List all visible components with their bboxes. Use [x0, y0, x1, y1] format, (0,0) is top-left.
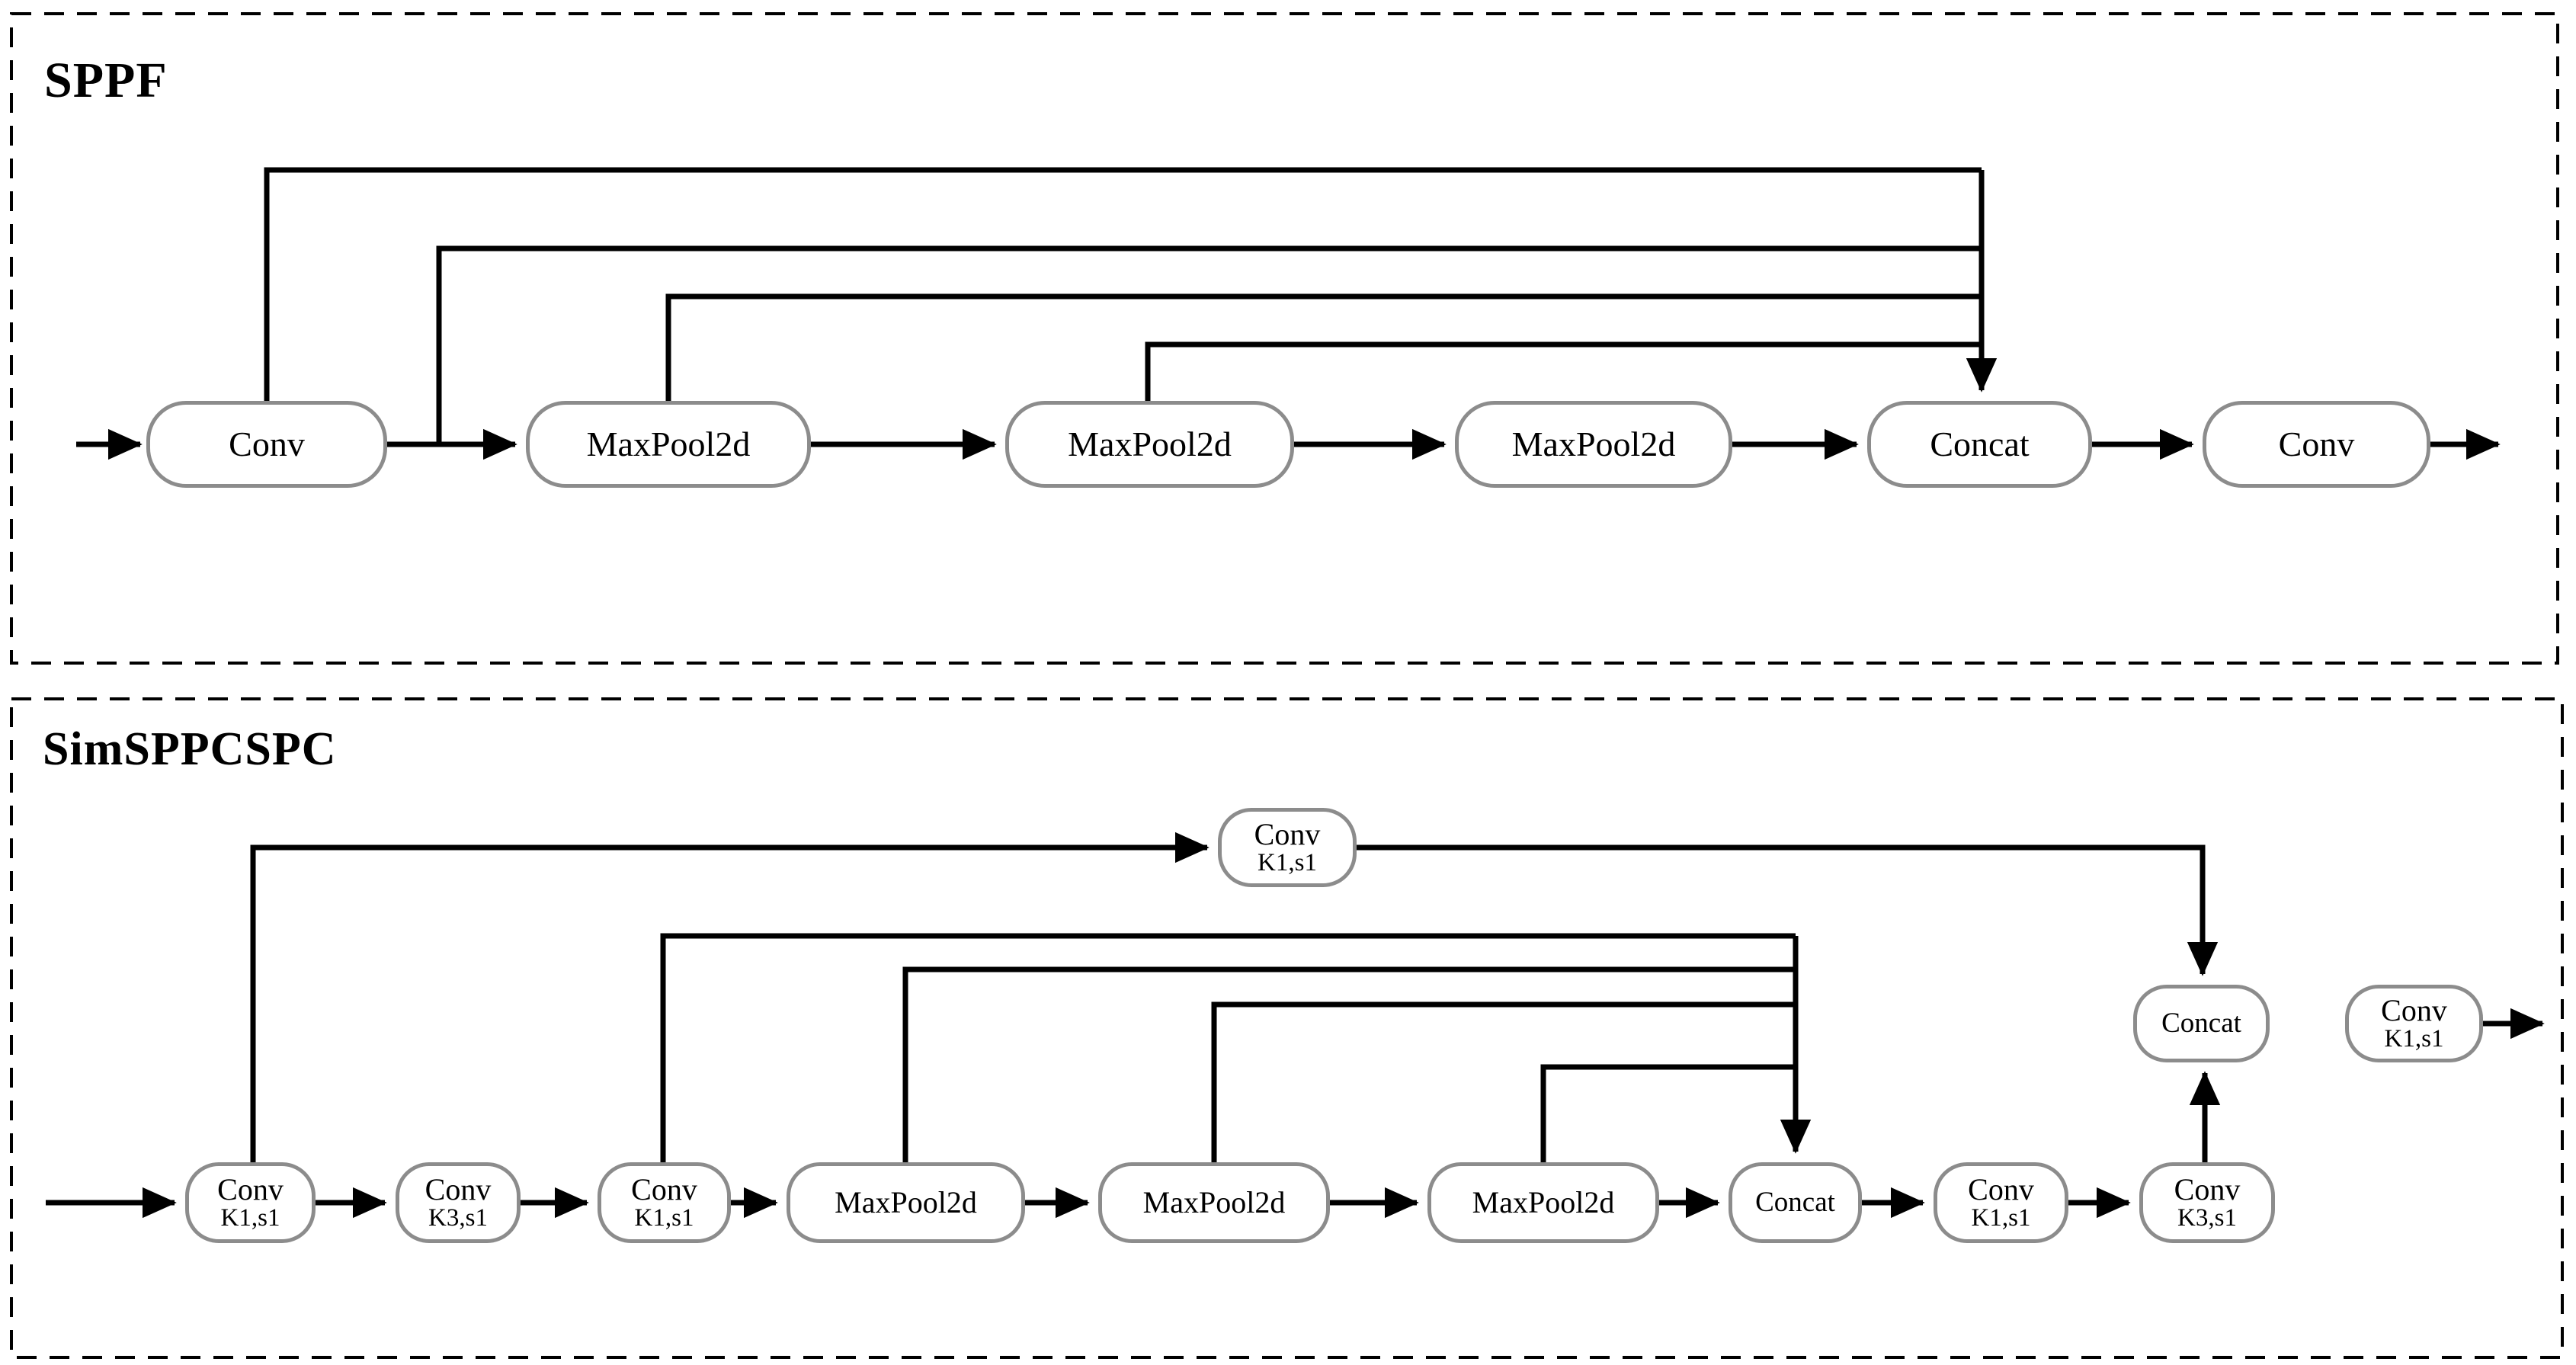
sim-node-maxpool-3: MaxPool2d — [1427, 1162, 1659, 1243]
sppf-skip-mp2 — [1145, 341, 1982, 401]
sim-topconv-to-concat — [1357, 844, 2219, 976]
node-sublabel: K1,s1 — [2384, 1024, 2444, 1053]
node-sublabel: K1,s1 — [1971, 1203, 2031, 1232]
node-label: MaxPool2d — [1142, 1184, 1286, 1219]
sppf-title: SPPF — [44, 53, 168, 108]
node-label: Conv — [1968, 1171, 2034, 1206]
node-label: Concat — [1755, 1187, 1835, 1219]
node-sublabel: K3,s1 — [428, 1203, 488, 1232]
sppf-node-maxpool-3: MaxPool2d — [1455, 401, 1732, 488]
sim-node-conv-5: Conv K3,s1 — [2139, 1162, 2275, 1243]
sppf-node-conv-out: Conv — [2203, 401, 2430, 488]
sppf-node-conv-in: Conv — [146, 401, 387, 488]
sim-node-conv-4: Conv K1,s1 — [1934, 1162, 2068, 1243]
node-sublabel: K1,s1 — [1258, 848, 1317, 876]
sim-skip-c3 — [660, 933, 1796, 1162]
sppf-dashed-border — [10, 12, 2559, 665]
sim-skip-mp2 — [1211, 1001, 1796, 1162]
simsppcspc-title: SimSPPCSPC — [43, 723, 337, 775]
sim-node-top-conv: Conv K1,s1 — [1218, 808, 1357, 887]
node-label: MaxPool2d — [1472, 1184, 1615, 1219]
node-sublabel: K1,s1 — [634, 1203, 694, 1232]
node-label: Conv — [2381, 992, 2447, 1027]
node-label: MaxPool2d — [1068, 424, 1232, 463]
sim-skip-mp1 — [902, 966, 1796, 1162]
sim-node-maxpool-2: MaxPool2d — [1098, 1162, 1330, 1243]
sppf-skip-mp1 — [665, 293, 1982, 401]
node-label: MaxPool2d — [835, 1184, 977, 1219]
node-label: Conv — [1254, 816, 1321, 851]
node-label: Concat — [2161, 1008, 2241, 1040]
sppf-node-concat: Concat — [1867, 401, 2092, 488]
node-label: Conv — [425, 1171, 492, 1206]
node-label: Conv — [217, 1171, 284, 1206]
node-label: Conv — [2174, 1171, 2241, 1206]
node-label: MaxPool2d — [586, 424, 751, 463]
sppf-skip-wire — [436, 245, 1982, 444]
node-sublabel: K1,s1 — [220, 1203, 280, 1232]
node-label: Concat — [1930, 424, 2030, 463]
sppf-node-maxpool-2: MaxPool2d — [1005, 401, 1294, 488]
sim-branch-to-top-conv — [250, 831, 1210, 1162]
node-label: MaxPool2d — [1511, 424, 1676, 463]
sim-node-conv-1: Conv K1,s1 — [185, 1162, 316, 1243]
sppf-node-maxpool-1: MaxPool2d — [526, 401, 811, 488]
node-label: Conv — [229, 424, 305, 463]
sim-node-maxpool-1: MaxPool2d — [787, 1162, 1025, 1243]
node-label: Conv — [631, 1171, 697, 1206]
sim-node-conv-3: Conv K1,s1 — [598, 1162, 731, 1243]
sppf-skip-conv — [264, 167, 1982, 401]
sim-node-concat-right: Concat — [2133, 985, 2270, 1062]
sim-node-concat-lower: Concat — [1729, 1162, 1862, 1243]
node-label: Conv — [2278, 424, 2355, 463]
sim-node-conv-out: Conv K1,s1 — [2345, 985, 2483, 1062]
sim-skip-mp3 — [1540, 1064, 1796, 1162]
node-sublabel: K3,s1 — [2177, 1203, 2237, 1232]
sim-node-conv-2: Conv K3,s1 — [396, 1162, 521, 1243]
